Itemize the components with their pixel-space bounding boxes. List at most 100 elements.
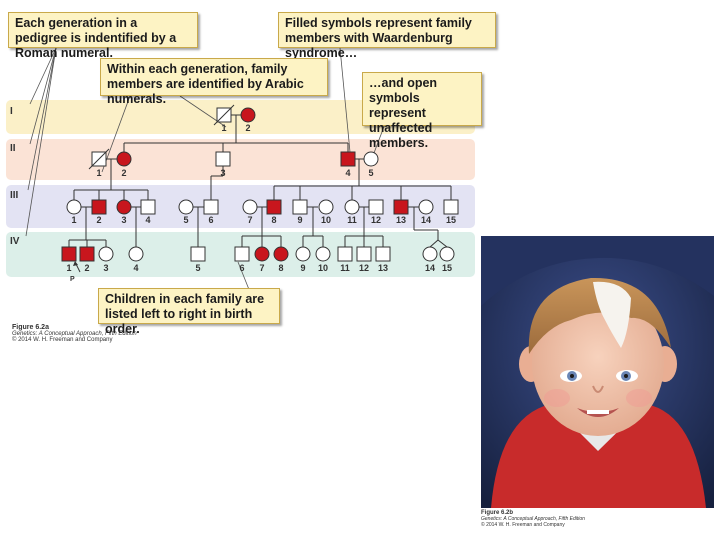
individual-number-IV-13: 13	[378, 263, 388, 273]
individual-number-IV-8: 8	[278, 263, 283, 273]
individual-number-I-2: 2	[245, 123, 250, 133]
individual-III-13-male-square	[393, 199, 409, 215]
individual-IV-14-female-circle	[422, 246, 438, 262]
figure-a-title: Figure 6.2a	[12, 324, 49, 331]
generation-label-II: II	[10, 143, 16, 154]
individual-I-2-female-circle	[240, 107, 256, 123]
individual-IV-2-male-square	[79, 246, 95, 262]
individual-II-2-female-circle	[116, 151, 132, 167]
individual-number-IV-6: 6	[239, 263, 244, 273]
individual-III-5-female-circle	[178, 199, 194, 215]
individual-number-III-8: 8	[271, 215, 276, 225]
individual-III-6-male-square	[203, 199, 219, 215]
individual-number-IV-12: 12	[359, 263, 369, 273]
individual-III-9-male-square	[292, 199, 308, 215]
deceased-slash-II-1	[88, 148, 110, 170]
individual-III-12-male-square	[368, 199, 384, 215]
individual-number-III-7: 7	[247, 215, 252, 225]
individual-number-III-10: 10	[321, 215, 331, 225]
generation-band-II	[6, 139, 475, 180]
individual-number-IV-5: 5	[195, 263, 200, 273]
individual-number-III-11: 11	[347, 215, 357, 225]
figure-b-title: Figure 6.2b	[481, 510, 514, 516]
individual-number-IV-1: 1	[66, 263, 71, 273]
generation-band-III	[6, 185, 475, 228]
figure-a-source: Genetics: A Conceptual Approach, Fifth E…	[12, 331, 137, 337]
individual-III-10-female-circle	[318, 199, 334, 215]
individual-II-5-female-circle	[363, 151, 379, 167]
callout-open-symbols: …and open symbols represent unaffected m…	[362, 72, 482, 150]
individual-number-III-5: 5	[183, 215, 188, 225]
individual-number-II-4: 4	[345, 168, 350, 178]
individual-IV-1-male-square	[61, 246, 77, 262]
individual-III-2-male-square	[91, 199, 107, 215]
individual-IV-7-female-circle	[254, 246, 270, 262]
individual-number-IV-4: 4	[133, 263, 138, 273]
generation-label-III: III	[10, 190, 19, 201]
individual-number-III-3: 3	[121, 215, 126, 225]
individual-III-11-female-circle	[344, 199, 360, 215]
individual-number-IV-2: 2	[84, 263, 89, 273]
individual-III-7-female-circle	[242, 199, 258, 215]
individual-IV-6-male-square	[234, 246, 250, 262]
individual-number-III-14: 14	[421, 215, 431, 225]
figure-b-caption: Figure 6.2b Genetics: A Conceptual Appro…	[481, 510, 585, 528]
individual-number-IV-3: 3	[103, 263, 108, 273]
individual-number-III-12: 12	[371, 215, 381, 225]
individual-number-IV-7: 7	[259, 263, 264, 273]
individual-number-I-1: 1	[221, 123, 226, 133]
individual-number-IV-10: 10	[318, 263, 328, 273]
individual-number-III-4: 4	[145, 215, 150, 225]
generation-band-I	[6, 100, 475, 134]
proband-label: P	[70, 276, 75, 283]
individual-number-III-13: 13	[396, 215, 406, 225]
individual-number-IV-9: 9	[300, 263, 305, 273]
callout-birth-order: Children in each family are listed left …	[98, 288, 280, 336]
individual-IV-10-female-circle	[315, 246, 331, 262]
individual-number-II-1: 1	[96, 168, 101, 178]
individual-III-1-female-circle	[66, 199, 82, 215]
generation-label-I: I	[10, 106, 13, 117]
individual-IV-4-female-circle	[128, 246, 144, 262]
individual-number-IV-14: 14	[425, 263, 435, 273]
individual-number-III-9: 9	[297, 215, 302, 225]
individual-number-III-6: 6	[208, 215, 213, 225]
callout-filled-symbols: Filled symbols represent family members …	[278, 12, 496, 60]
individual-number-II-2: 2	[121, 168, 126, 178]
individual-III-3-female-circle	[116, 199, 132, 215]
individual-IV-8-female-circle	[273, 246, 289, 262]
individual-IV-13-male-square	[375, 246, 391, 262]
individual-number-II-5: 5	[368, 168, 373, 178]
deceased-slash-I-1	[213, 104, 235, 126]
individual-number-III-15: 15	[446, 215, 456, 225]
callout-arabic-numerals: Within each generation, family members a…	[100, 58, 328, 106]
individual-III-14-female-circle	[418, 199, 434, 215]
individual-IV-12-male-square	[356, 246, 372, 262]
figure-a-copyright: © 2014 W. H. Freeman and Company	[12, 337, 113, 343]
individual-III-15-male-square	[443, 199, 459, 215]
individual-number-IV-15: 15	[442, 263, 452, 273]
individual-II-4-male-square	[340, 151, 356, 167]
child-photo	[481, 236, 714, 508]
individual-III-8-male-square	[266, 199, 282, 215]
pedigree-individuals	[61, 104, 459, 262]
individual-number-III-2: 2	[96, 215, 101, 225]
generation-label-IV: IV	[10, 236, 20, 247]
individual-number-IV-11: 11	[340, 263, 350, 273]
individual-number-III-1: 1	[71, 215, 76, 225]
individual-III-4-male-square	[140, 199, 156, 215]
pedigree-connections	[68, 114, 452, 273]
figure-a-caption: Figure 6.2a Genetics: A Conceptual Appro…	[12, 324, 137, 343]
figure-b-source: Genetics: A Conceptual Approach, Fifth E…	[481, 516, 585, 522]
individual-IV-5-male-square	[190, 246, 206, 262]
figure-b-copyright: © 2014 W. H. Freeman and Company	[481, 522, 565, 528]
individual-IV-11-male-square	[337, 246, 353, 262]
callout-roman-numeral: Each generation in a pedigree is indenti…	[8, 12, 198, 60]
individual-number-II-3: 3	[220, 168, 225, 178]
individual-IV-9-female-circle	[295, 246, 311, 262]
individual-II-3-male-square	[215, 151, 231, 167]
individual-IV-3-female-circle	[98, 246, 114, 262]
individual-IV-15-female-circle	[439, 246, 455, 262]
